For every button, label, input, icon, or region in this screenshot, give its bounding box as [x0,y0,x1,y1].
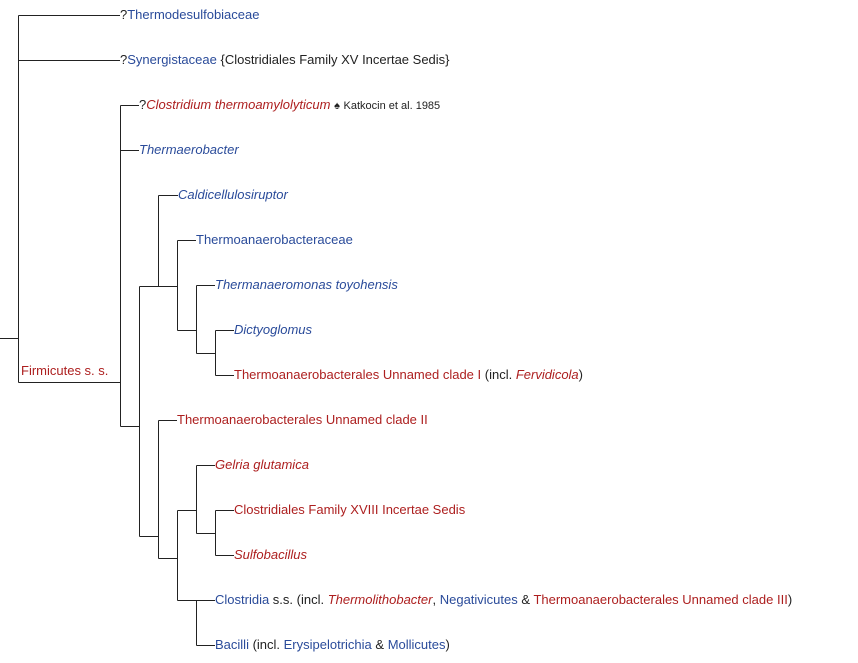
taxon-link[interactable]: Thermanaeromonas toyohensis [215,277,398,292]
taxon-sulfobacillus: Sulfobacillus [234,547,307,563]
taxon-note: {Clostridiales Family XV Incertae Sedis} [216,52,450,67]
included-taxon-link[interactable]: Erysipelotrichia [283,637,372,652]
clade-link[interactable]: Firmicutes s. s. [21,363,109,378]
taxon-clostridia: Clostridia s.s. (incl. Thermolithobacter… [215,592,792,608]
spade-icon: ♠ [334,100,340,112]
taxon-link[interactable]: Gelria glutamica [215,457,309,472]
taxon-thermaerobacter: Thermaerobacter [139,142,239,158]
separator: & [517,592,534,607]
taxon-thermoanaerobacteraceae: Thermoanaerobacteraceae [196,232,353,248]
clade-label-firmicutes: Firmicutes s. s. [21,363,108,379]
uncertain-mark: ? [139,97,147,112]
taxon-link[interactable]: Thermoanaerobacteraceae [196,232,353,247]
included-taxon-link[interactable]: Thermolithobacter [327,592,433,607]
taxon-link[interactable]: Dictyoglomus [234,322,313,337]
taxon-family-xviii: Clostridiales Family XVIII Incertae Sedi… [234,502,465,518]
taxon-dictyoglomus: Dictyoglomus [234,322,312,338]
incl-text: (incl. [481,367,516,382]
taxon-link[interactable]: Thermodesulfobiaceae [127,7,260,22]
included-taxon-link[interactable]: Negativicutes [439,592,518,607]
incl-close: ) [445,637,450,652]
taxon-unnamed-clade-two: Thermoanaerobacterales Unnamed clade II [177,412,428,428]
taxon-link[interactable]: Thermoanaerobacterales Unnamed clade I [234,367,482,382]
citation: Katkocin et al. 1985 [343,100,441,112]
separator: , [432,592,440,607]
separator: & [371,637,388,652]
included-taxon-link[interactable]: Thermoanaerobacterales Unnamed clade III [533,592,788,607]
taxon-link[interactable]: Bacilli [215,637,249,652]
taxon-link[interactable]: Clostridium thermoamylolyticum [146,97,331,112]
taxon-clostridium-thermoamylolyticum: ?Clostridium thermoamylolyticum ♠ Katkoc… [139,97,440,114]
taxon-gelria-glutamica: Gelria glutamica [215,457,309,473]
taxon-link[interactable]: Clostridia [215,592,270,607]
taxon-link[interactable]: Thermaerobacter [139,142,239,157]
taxon-link[interactable]: Clostridiales Family XVIII Incertae Sedi… [234,502,466,517]
incl-close: ) [578,367,584,382]
taxon-caldicellulosiruptor: Caldicellulosiruptor [178,187,288,203]
taxon-thermodesulfobiaceae: ?Thermodesulfobiaceae [120,7,259,23]
taxon-link[interactable]: Caldicellulosiruptor [178,187,288,202]
taxon-link[interactable]: Synergistaceae [127,52,217,67]
uncertain-mark: ? [120,52,128,67]
taxon-link[interactable]: Thermoanaerobacterales Unnamed clade II [177,412,428,427]
taxon-synergistaceae: ?Synergistaceae {Clostridiales Family XV… [120,52,450,68]
taxon-link[interactable]: Sulfobacillus [234,547,307,562]
included-taxon-link[interactable]: Fervidicola [515,367,579,382]
taxon-unnamed-clade-one: Thermoanaerobacterales Unnamed clade I (… [234,367,583,383]
incl-text: s.s. (incl. [269,592,328,607]
incl-close: ) [787,592,793,607]
uncertain-mark: ? [120,7,128,22]
included-taxon-link[interactable]: Mollicutes [387,637,446,652]
taxon-thermanaeromonas: Thermanaeromonas toyohensis [215,277,398,293]
taxon-bacilli: Bacilli (incl. Erysipelotrichia & Mollic… [215,637,450,653]
incl-text: (incl. [248,637,284,652]
